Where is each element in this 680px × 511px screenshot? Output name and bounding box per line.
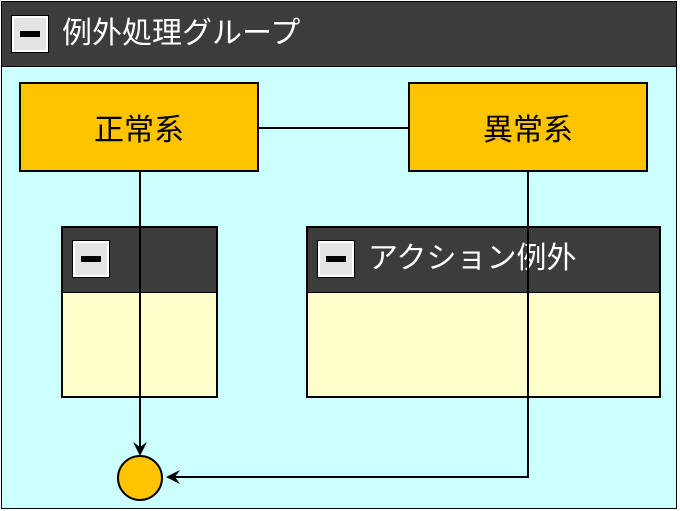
collapse-button[interactable]: [11, 15, 49, 53]
node-abnormal-label: 異常系: [483, 113, 573, 148]
subgroup-right-titlebar: アクション例外: [308, 228, 659, 293]
node-normal[interactable]: 正常系: [19, 82, 259, 172]
minus-icon: [326, 256, 346, 262]
node-normal-label: 正常系: [94, 113, 184, 148]
group-title: 例外処理グループ: [62, 16, 301, 51]
node-abnormal[interactable]: 異常系: [408, 82, 648, 172]
subgroup-right-collapse-button[interactable]: [317, 240, 355, 278]
subgroup-left-collapse-button[interactable]: [72, 240, 110, 278]
subgroup-action-exception: アクション例外: [306, 226, 661, 398]
subgroup-left: [61, 226, 218, 398]
group-titlebar: 例外処理グループ: [2, 2, 676, 67]
minus-icon: [81, 256, 101, 262]
subgroup-left-titlebar: [63, 228, 216, 293]
subgroup-right-title: アクション例外: [368, 241, 577, 276]
minus-icon: [20, 31, 40, 37]
